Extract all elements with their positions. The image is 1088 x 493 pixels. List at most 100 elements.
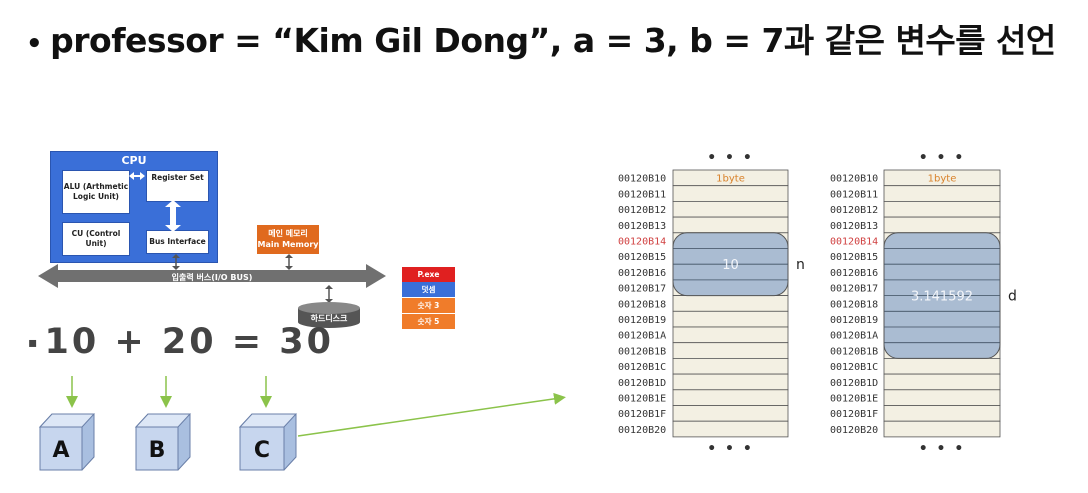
main-memory-label-en: Main Memory <box>257 239 319 249</box>
memory-address: 00120B1E <box>830 394 878 405</box>
alu-register-arrow <box>129 172 145 180</box>
memory-address: 00120B1F <box>830 409 878 420</box>
stack-item: 숫자 3 <box>402 297 455 313</box>
memory-address: 00120B19 <box>830 315 878 326</box>
memory-cell <box>672 389 789 406</box>
hard-disk-label: 하드디스크 <box>311 313 348 323</box>
memory-address: 00120B14 <box>830 237 878 248</box>
cube-c: C <box>238 413 298 471</box>
program-stack: P.exe 덧셈 숫자 3 숫자 5 <box>402 267 455 329</box>
cpu-label: CPU <box>121 154 147 167</box>
alu-box: ALU (Arthmetic Logic Unit) <box>62 170 130 214</box>
ellipsis-bottom: • • • <box>707 441 754 457</box>
stack-item: P.exe <box>402 267 455 282</box>
register-bus-arrow <box>165 200 181 232</box>
memory-address: 00120B1B <box>618 346 666 357</box>
memory-cell <box>883 373 1001 391</box>
memory-address: 00120B20 <box>830 425 878 436</box>
disk-connector <box>325 285 333 303</box>
memory-address: 00120B14 <box>618 237 666 248</box>
memory-address: 00120B1F <box>618 409 666 420</box>
ellipsis-top: • • • <box>919 150 966 166</box>
memory-cell <box>672 310 789 328</box>
title-bullet: • <box>26 29 43 59</box>
alu-label: ALU (Arthmetic Logic Unit) <box>63 182 129 201</box>
cube-a-label: A <box>52 438 69 463</box>
ellipsis-bottom: • • • <box>919 441 966 457</box>
memory-cell <box>883 389 1001 406</box>
hard-disk-icon: 하드디스크 <box>298 302 360 328</box>
memory-address: 00120B15 <box>618 252 666 263</box>
memory-address: 00120B16 <box>830 268 878 279</box>
memory-address: 00120B1C <box>830 362 878 373</box>
ellipsis-top: • • • <box>707 150 754 166</box>
register-set-label: Register Set <box>151 173 204 182</box>
equation-bullet: ▪ <box>28 335 41 351</box>
cpu-block: CPU ALU (Arthmetic Logic Unit) Register … <box>50 151 218 263</box>
memory-address: 00120B16 <box>618 268 666 279</box>
memory-cell <box>672 200 789 218</box>
bus-connector <box>172 254 180 270</box>
memory-cell <box>883 216 1001 234</box>
memory-address: 00120B10 <box>618 174 666 185</box>
memory-cell <box>883 420 1001 438</box>
memory-cell <box>672 185 789 202</box>
main-memory-label-ko: 메인 메모리 <box>268 228 308 238</box>
memory-address: 00120B15 <box>830 252 878 263</box>
memory-cell <box>672 357 789 375</box>
memory-address: 00120B13 <box>830 221 878 232</box>
memory-address: 00120B1E <box>618 394 666 405</box>
memory-connector <box>285 254 293 270</box>
memory-cell <box>672 373 789 391</box>
memory-address: 00120B1C <box>618 362 666 373</box>
memory-address: 00120B19 <box>618 315 666 326</box>
memory-address: 00120B1D <box>618 378 666 389</box>
memory-address: 00120B12 <box>618 205 666 216</box>
memory-cell <box>883 357 1001 375</box>
bus-interface-label: Bus Interface <box>149 237 206 247</box>
io-bus-label: 입출력 버스(I/O BUS) <box>172 272 253 282</box>
memory-address: 00120B20 <box>618 425 666 436</box>
equation: ▪10 + 20 = 30 <box>28 322 334 362</box>
memory-cell <box>672 295 789 312</box>
memory-cell <box>883 185 1001 202</box>
cube-c-label: C <box>254 438 270 463</box>
memory-address: 00120B1A <box>618 331 666 342</box>
memory-cell <box>883 200 1001 218</box>
arrow-to-memory <box>297 392 566 437</box>
equation-text: 10 + 20 = 30 <box>44 322 335 362</box>
variable-name: n <box>796 257 805 273</box>
memory-address: 00120B12 <box>830 205 878 216</box>
memory-address: 00120B13 <box>618 221 666 232</box>
memory-address: 00120B11 <box>618 189 666 200</box>
memory-address: 00120B1D <box>830 378 878 389</box>
cube-b: B <box>134 413 192 471</box>
memory-address: 00120B18 <box>830 299 878 310</box>
bus-interface-box: Bus Interface <box>146 230 209 254</box>
variable-name: d <box>1008 289 1017 305</box>
register-set-box: Register Set <box>146 170 209 202</box>
stack-item: 덧셈 <box>402 282 455 297</box>
memory-address: 00120B18 <box>618 299 666 310</box>
memory-address: 00120B11 <box>830 189 878 200</box>
byte-label: 1byte <box>716 174 745 185</box>
memory-address: 00120B17 <box>618 284 666 295</box>
memory-cell <box>883 405 1001 422</box>
stack-item: 숫자 5 <box>402 313 455 329</box>
title-text: professor = “Kim Gil Dong”, a = 3, b = 7… <box>50 21 1056 60</box>
memory-address: 00120B10 <box>830 174 878 185</box>
memory-address: 00120B1A <box>830 331 878 342</box>
memory-address: 00120B1B <box>830 346 878 357</box>
cu-label: CU (Control Unit) <box>71 229 121 248</box>
main-memory-box: 메인 메모리 Main Memory <box>257 225 319 254</box>
memory-table-n: • • • 00120B10 00120B11 00120B12 00120B13 001… <box>618 150 805 457</box>
cu-box: CU (Control Unit) <box>62 222 130 256</box>
slide-title: •professor = “Kim Gil Dong”, a = 3, b = … <box>26 14 1056 62</box>
variable-value: 10 <box>722 258 739 273</box>
memory-cell <box>672 405 789 422</box>
byte-label: 1byte <box>928 174 957 185</box>
memory-cell <box>672 342 789 359</box>
cube-a: A <box>38 413 96 471</box>
variable-value: 3.141592 <box>911 290 973 305</box>
